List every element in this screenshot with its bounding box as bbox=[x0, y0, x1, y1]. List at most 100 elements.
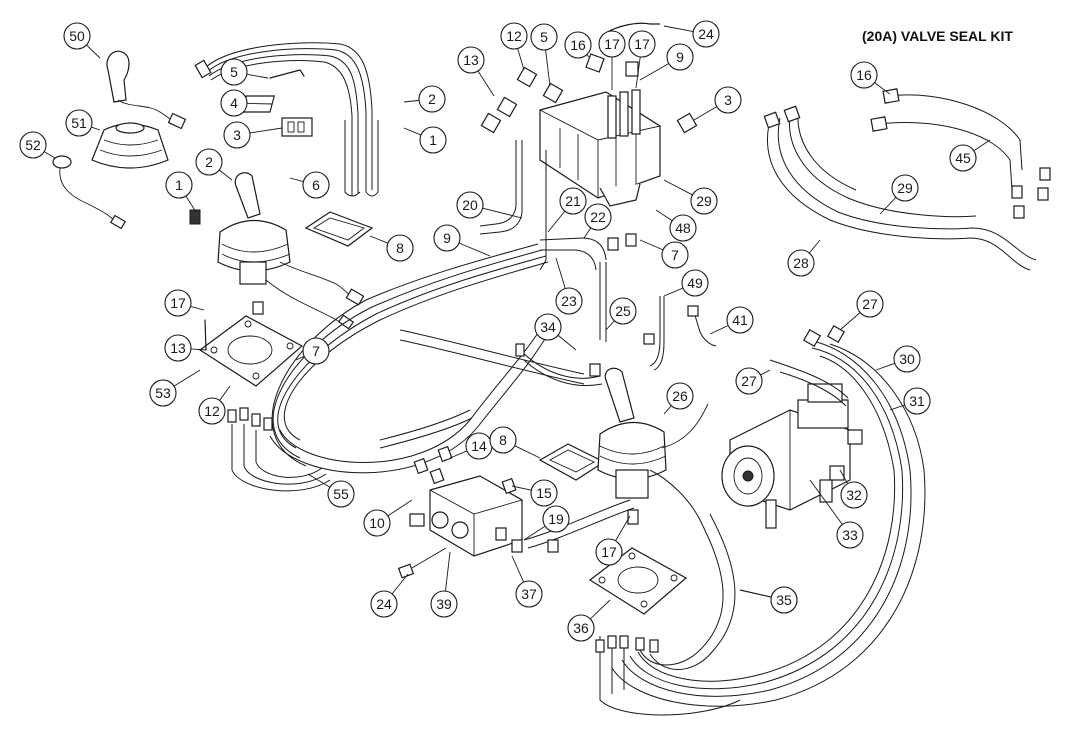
callout-bubble bbox=[418, 85, 446, 113]
callout-leader bbox=[809, 479, 843, 525]
callout-leader bbox=[511, 485, 532, 491]
callout-leader bbox=[517, 48, 525, 71]
callout-bubble bbox=[327, 480, 355, 508]
callout-label: 31 bbox=[909, 393, 925, 409]
callout-label: 2 bbox=[428, 91, 436, 107]
callout-leader bbox=[458, 242, 491, 257]
callout-bubble bbox=[891, 174, 919, 202]
callout-leader bbox=[185, 195, 197, 213]
callout-bubble bbox=[165, 171, 193, 199]
callout-leader bbox=[693, 106, 718, 121]
callout-bubble bbox=[164, 334, 192, 362]
callout-label: 14 bbox=[471, 438, 487, 454]
callout-leader bbox=[449, 450, 468, 459]
callout-label: 16 bbox=[570, 37, 586, 53]
callout-leader bbox=[249, 127, 283, 134]
callout-bubble bbox=[195, 148, 223, 176]
callout-label: 49 bbox=[687, 275, 703, 291]
callout-label: 20 bbox=[462, 197, 478, 213]
callout-bubble bbox=[65, 109, 93, 137]
callout-label: 39 bbox=[436, 596, 452, 612]
callout-bubble bbox=[555, 287, 583, 315]
callout-bubble bbox=[836, 521, 864, 549]
callout-leader bbox=[639, 239, 664, 251]
callout-leader bbox=[605, 320, 615, 331]
callout-bubble bbox=[500, 22, 528, 50]
callout-bubble bbox=[63, 22, 91, 50]
callout-bubble bbox=[302, 171, 330, 199]
callout-bubble bbox=[893, 345, 921, 373]
callout-label: 7 bbox=[312, 343, 320, 359]
callout-leader bbox=[307, 473, 331, 488]
callout-label: 29 bbox=[897, 180, 913, 196]
callout-label: 35 bbox=[776, 592, 792, 608]
callout-leader bbox=[663, 25, 694, 33]
upper-hose-bundle bbox=[194, 42, 379, 197]
callout-label: 10 bbox=[369, 515, 385, 531]
callout-bubble bbox=[787, 249, 815, 277]
callout-label: 27 bbox=[862, 296, 878, 312]
callout-label: 21 bbox=[565, 193, 581, 209]
callout-bubble bbox=[542, 505, 570, 533]
callout-label: 48 bbox=[675, 220, 691, 236]
callout-leader bbox=[218, 169, 233, 181]
callout-bubble bbox=[530, 23, 558, 51]
callout-label: 2 bbox=[205, 154, 213, 170]
callout-bubble bbox=[559, 187, 587, 215]
rigid-tube-part bbox=[479, 140, 607, 342]
callout-bubble bbox=[220, 58, 248, 86]
callout-bubble bbox=[595, 538, 623, 566]
callout-leader bbox=[190, 348, 207, 351]
callout-label: 53 bbox=[155, 385, 171, 401]
callout-bubble bbox=[666, 43, 694, 71]
callout-bubble bbox=[564, 31, 592, 59]
callout-label: 26 bbox=[672, 388, 688, 404]
callout-bubble bbox=[726, 306, 754, 334]
callout-bubble bbox=[584, 203, 612, 231]
callout-leader bbox=[557, 334, 577, 351]
callout-bubble bbox=[198, 397, 226, 425]
callout-leader bbox=[973, 139, 991, 152]
cable-plug-part bbox=[52, 155, 127, 230]
callout-bubble bbox=[363, 509, 391, 537]
callout-label: 25 bbox=[615, 303, 631, 319]
callout-label: 8 bbox=[396, 240, 404, 256]
callout-bubble bbox=[370, 590, 398, 618]
callout-bubble bbox=[220, 89, 248, 117]
callout-label: 15 bbox=[536, 485, 552, 501]
callout-leader bbox=[663, 405, 672, 415]
callout-leader bbox=[839, 312, 861, 331]
callout-label: 19 bbox=[548, 511, 564, 527]
callout-label: 7 bbox=[671, 247, 679, 263]
callout-leader bbox=[91, 126, 101, 131]
mounting-plate-part bbox=[198, 301, 304, 387]
callout-leader bbox=[635, 56, 641, 89]
callout-label: 52 bbox=[25, 137, 41, 153]
callout-leader bbox=[369, 235, 389, 244]
callout-leader bbox=[219, 385, 231, 401]
hydraulic-pump-part bbox=[721, 383, 863, 529]
joystick-handle-part bbox=[106, 50, 187, 130]
callout-bubble bbox=[419, 126, 447, 154]
callout-leader bbox=[586, 54, 591, 59]
callout-leader bbox=[590, 599, 611, 620]
callout-label: 37 bbox=[521, 586, 537, 602]
callout-bubble bbox=[386, 234, 414, 262]
callout-label: 13 bbox=[463, 52, 479, 68]
callout-label: 9 bbox=[443, 230, 451, 246]
small-tube-part bbox=[379, 296, 717, 553]
callout-label: 1 bbox=[175, 177, 183, 193]
callout-label: 22 bbox=[590, 209, 606, 225]
mounting-hardware-part bbox=[241, 69, 313, 137]
callout-leader bbox=[246, 102, 273, 105]
callout-leader bbox=[739, 589, 772, 598]
callout-label: 1 bbox=[429, 132, 437, 148]
callout-bubble bbox=[690, 187, 718, 215]
callout-bubble bbox=[456, 191, 484, 219]
joystick-assembly-part-2 bbox=[597, 367, 709, 525]
callout-bubble bbox=[661, 241, 689, 269]
rubber-boot-part bbox=[91, 122, 169, 169]
callout-label: 41 bbox=[732, 312, 748, 328]
